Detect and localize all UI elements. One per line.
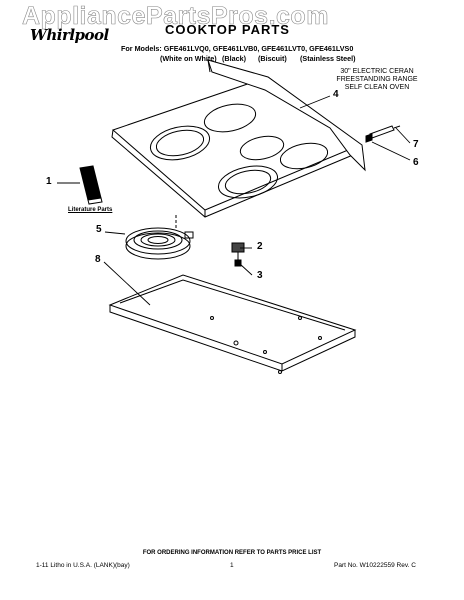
product-description: 30" ELECTRIC CERAN FREESTANDING RANGE SE… [322, 68, 432, 92]
color-black: (Black) [222, 54, 246, 63]
brand-logo: Whirlpool [30, 26, 109, 44]
surface-element [125, 214, 194, 260]
color-stainless: (Stainless Steel) [300, 54, 356, 63]
literature-booklet [79, 165, 103, 205]
literature-parts-label: Literature Parts [68, 207, 113, 213]
callout-number: 1 [46, 176, 52, 187]
callout-number: 7 [413, 139, 419, 150]
description-line: FREESTANDING RANGE [336, 76, 418, 83]
page-title: COOKTOP PARTS [165, 22, 290, 37]
callout-number: 4 [333, 89, 339, 100]
color-white: (White on White) [160, 54, 217, 63]
callout-number: 6 [413, 157, 419, 168]
litho-info: 1-11 Litho in U.S.A. (LANK)(bay) [36, 562, 130, 569]
description-line: 30" ELECTRIC CERAN [340, 68, 414, 75]
page-number: 1 [230, 562, 234, 569]
ordering-note: FOR ORDERING INFORMATION REFER TO PARTS … [142, 550, 322, 556]
cooktop-glass [111, 59, 366, 218]
bracket-clip [231, 242, 245, 267]
color-biscuit: (Biscuit) [258, 54, 287, 63]
part-number: Part No. W10222559 Rev. C [334, 562, 416, 569]
switch-bracket [365, 125, 401, 143]
models-line: For Models: GFE461LVQ0, GFE461LVB0, GFE4… [121, 44, 354, 53]
callout-number: 5 [96, 224, 102, 235]
callout-number: 8 [95, 254, 101, 265]
burner-box [108, 274, 357, 374]
callout-number: 3 [257, 270, 263, 281]
callout-number: 2 [257, 241, 263, 252]
watermark: AppliancePartsPros.com [22, 2, 329, 31]
description-line: SELF CLEAN OVEN [344, 84, 410, 91]
callout-leaders [57, 95, 411, 306]
